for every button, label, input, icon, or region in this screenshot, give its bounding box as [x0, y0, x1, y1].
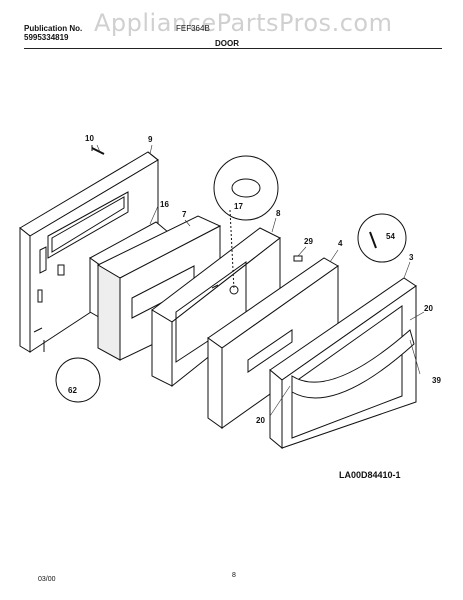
door-frame-3: [269, 277, 417, 450]
callout-29: 29: [304, 237, 313, 246]
publication-number: 5995334819: [24, 33, 69, 42]
fastener-62: [43, 340, 101, 403]
handle-39: [291, 329, 415, 399]
leader-lines: [96, 144, 425, 417]
publication-label: Publication No.: [24, 24, 83, 33]
callout-8: 8: [276, 209, 281, 218]
footer-page-number: 8: [232, 572, 236, 579]
footer-date: 03/00: [38, 576, 56, 583]
callout-16: 16: [160, 200, 169, 209]
section-title: DOOR: [215, 39, 239, 48]
model-number: FEF364B: [176, 24, 210, 33]
callout-10: 10: [85, 134, 94, 143]
callout-4: 4: [338, 239, 343, 248]
clip-29: [293, 255, 303, 262]
header-rule: [24, 48, 442, 49]
screw-10: [91, 145, 105, 155]
callout-20-right: 20: [424, 304, 433, 313]
callout-7: 7: [182, 210, 187, 219]
inner-glass-4: [207, 257, 339, 429]
callout-17: 17: [234, 202, 243, 211]
callout-9: 9: [148, 135, 153, 144]
watermark: AppliancePartsPros.com: [94, 9, 393, 37]
inner-liner-8: [151, 227, 281, 388]
insulation-7: [96, 215, 222, 361]
callout-3: 3: [409, 253, 414, 262]
knob-17: [213, 155, 279, 291]
callout-20-left: 20: [256, 416, 265, 425]
screw-54: [357, 213, 407, 263]
callout-54: 54: [386, 232, 395, 241]
diagram-code: LA00D84410-1: [339, 470, 401, 480]
callout-62: 62: [68, 386, 77, 395]
callout-39: 39: [432, 376, 441, 385]
